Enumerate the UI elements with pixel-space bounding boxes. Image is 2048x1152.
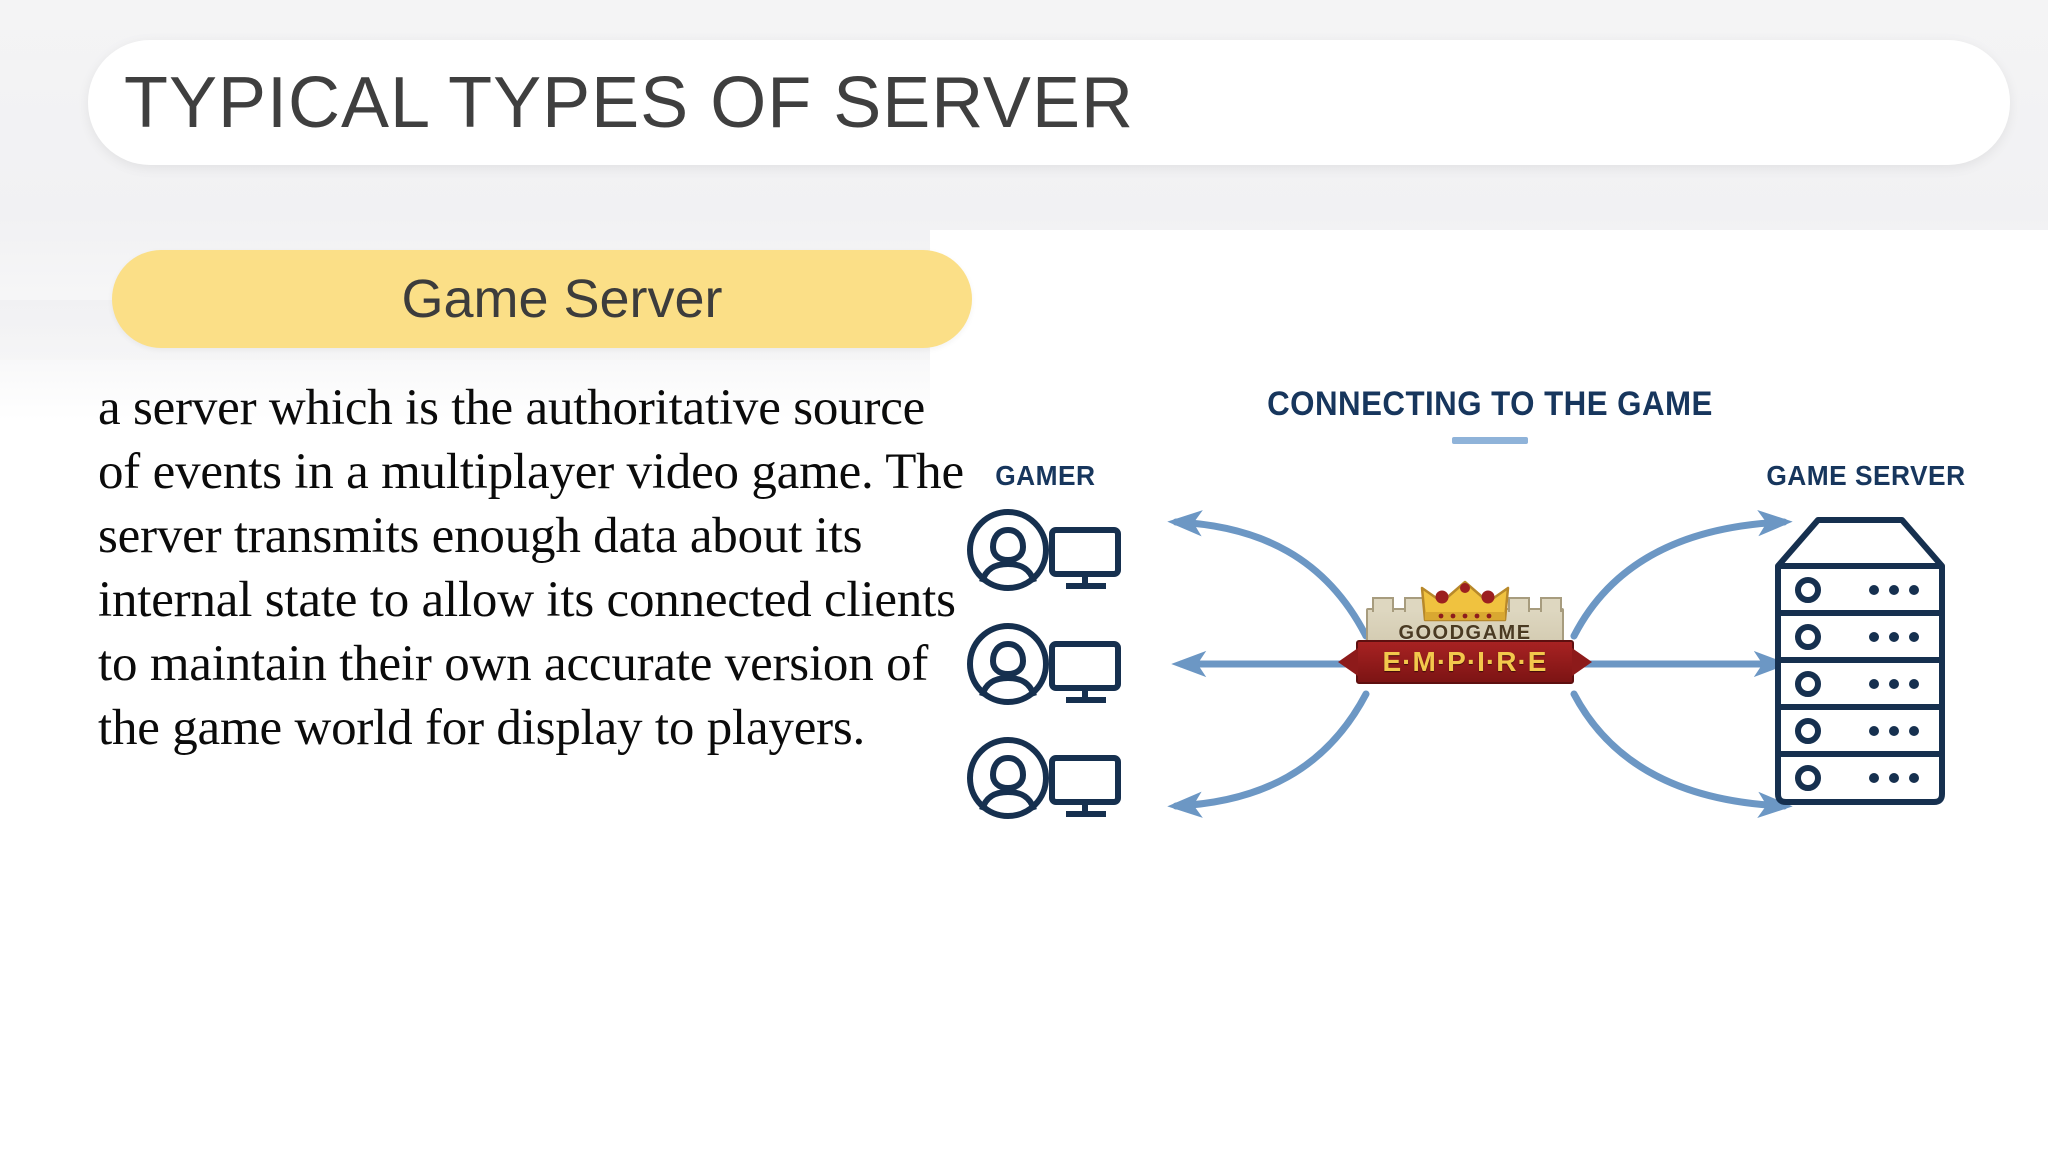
diagram-title: CONNECTING TO THE GAME — [1267, 385, 1713, 423]
merlon-icon — [1540, 597, 1562, 612]
section-pill-label: Game Server — [401, 269, 723, 329]
crown-icon — [1419, 578, 1511, 624]
merlon-icon — [1372, 597, 1394, 612]
left-arrow-group-icon — [1167, 510, 1370, 818]
arrows-to-server — [1550, 498, 1820, 828]
user-monitor-icon — [967, 623, 1121, 705]
section-pill: Game Server — [112, 250, 972, 348]
page-title: TYPICAL TYPES OF SERVER — [124, 62, 1134, 143]
server-rack-glyph-icon — [1775, 517, 1945, 805]
logo-brand-top: GOODGAME — [1398, 622, 1532, 644]
logo-brand-bottom: E·M·P·I·R·E — [1382, 646, 1548, 677]
gamer-column-label: GAMER — [995, 460, 1096, 491]
crown-glyph-icon — [1420, 580, 1510, 622]
game-server-column-label: GAME SERVER — [1766, 460, 1966, 491]
server-rack-icon — [1770, 508, 1950, 808]
gamer-workstation-icon — [966, 622, 1126, 706]
logo-banner: E·M·P·I·R·E — [1338, 640, 1592, 684]
body-paragraph: a server which is the authoritative sour… — [98, 380, 964, 756]
gamer-workstation-icon — [966, 508, 1126, 592]
arrows-to-gamers — [1140, 498, 1400, 828]
title-card: TYPICAL TYPES OF SERVER — [88, 40, 2010, 165]
gamer-workstation-icon — [966, 736, 1126, 820]
diagram-title-rule — [1452, 437, 1528, 444]
right-arrow-group-icon — [1570, 510, 1793, 818]
goodgame-empire-logo: GOODGAME E·M·P·I·R·E — [1338, 578, 1592, 690]
connecting-to-the-game-diagram: CONNECTING TO THE GAME GAMER GAME SERVER — [950, 340, 2030, 900]
user-monitor-icon — [967, 509, 1121, 591]
merlon-icon — [1508, 597, 1530, 612]
gamer-icon-stack — [966, 508, 1156, 828]
user-monitor-icon — [967, 737, 1121, 819]
